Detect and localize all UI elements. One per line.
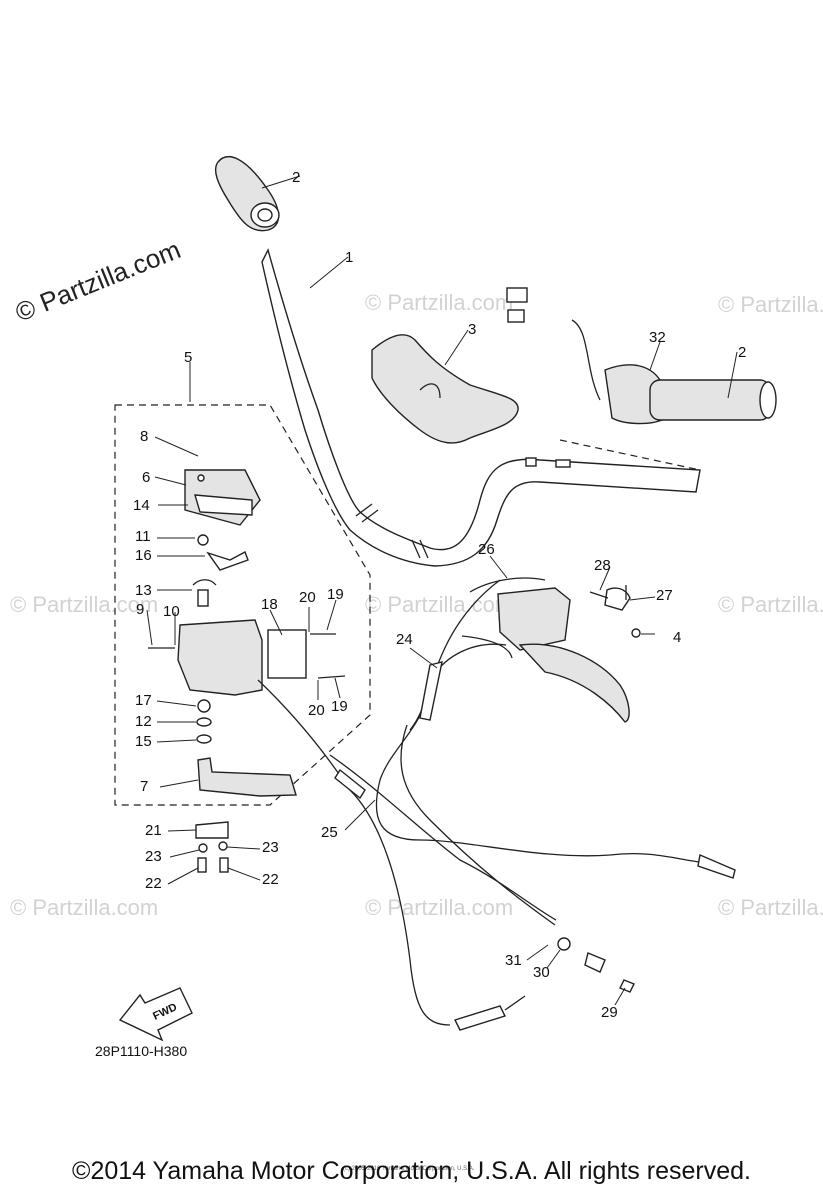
brake-assembly [469,577,641,723]
callout-number: 6 [142,469,150,486]
callout-number: 11 [135,528,151,545]
cables [257,579,736,1031]
callout-number: 19 [327,586,344,603]
watermark: © Partzilla.com [718,895,823,920]
watermark-primary: © Partzilla.com [11,234,185,327]
switch-parts [148,469,346,873]
callout-number: 30 [533,964,550,981]
callout-number: 24 [396,631,413,648]
callout-number: 1 [345,249,353,266]
callout-number: 23 [262,839,279,856]
watermark: © Partzilla.com [718,292,823,317]
diagram-code: 28P1110-H380 [95,1043,187,1059]
callout-number: 23 [145,848,162,865]
callout-number: 10 [163,603,180,620]
handlebar [261,248,701,567]
watermark: © Partzilla.com [365,290,513,315]
watermark: © Partzilla.com [10,895,158,920]
watermark: © Partzilla.com [10,592,158,617]
callout-number: 28 [594,557,611,574]
callout-number: 15 [135,733,152,750]
callout-number: 4 [673,629,681,646]
fwd-arrow: FWD [118,987,193,1042]
watermark: © Partzilla.com [718,592,823,617]
callout-number: 14 [133,497,150,514]
callout-number: 17 [135,692,152,709]
handlebar-cover [371,334,519,444]
callout-number: 20 [299,589,316,606]
callout-number: 2 [738,344,746,361]
callout-number: 25 [321,824,338,841]
leader-lines [146,175,738,1006]
copyright-footer: ©2014 Yamaha Motor Corporation, U.S.A. A… [72,1157,751,1185]
callout-number: 3 [468,321,476,338]
callout-number: 9 [136,601,144,618]
assembly-boundary [114,404,371,806]
callout-number: 7 [140,778,148,795]
left-grip [214,156,280,232]
callout-number: 21 [145,822,162,839]
callout-number: 18 [261,596,278,613]
watermark-layer: © Partzilla.com © Partzilla.com © Partzi… [10,234,823,920]
callout-number: 31 [505,952,522,969]
watermark: © Partzilla.com [365,592,513,617]
callout-number: 20 [308,702,325,719]
callout-number: 16 [135,547,152,564]
callout-number: 8 [140,428,148,445]
callout-number: 26 [478,541,495,558]
callout-number: 22 [262,871,279,888]
callout-number: 5 [184,349,192,366]
callout-number: 22 [145,875,162,892]
watermark: © Partzilla.com [365,895,513,920]
callout-number: 12 [135,713,152,730]
callout-number: 13 [135,582,152,599]
right-grip-assembly [506,287,777,471]
callout-number: 27 [656,587,673,604]
callout-number: 2 [292,169,300,186]
callout-number: 19 [331,698,348,715]
small-copyright: (c) 2005-2016 Yamaha Motor Corporation, … [343,1166,475,1172]
callout-number: 29 [601,1004,618,1021]
callout-number: 32 [649,329,666,346]
